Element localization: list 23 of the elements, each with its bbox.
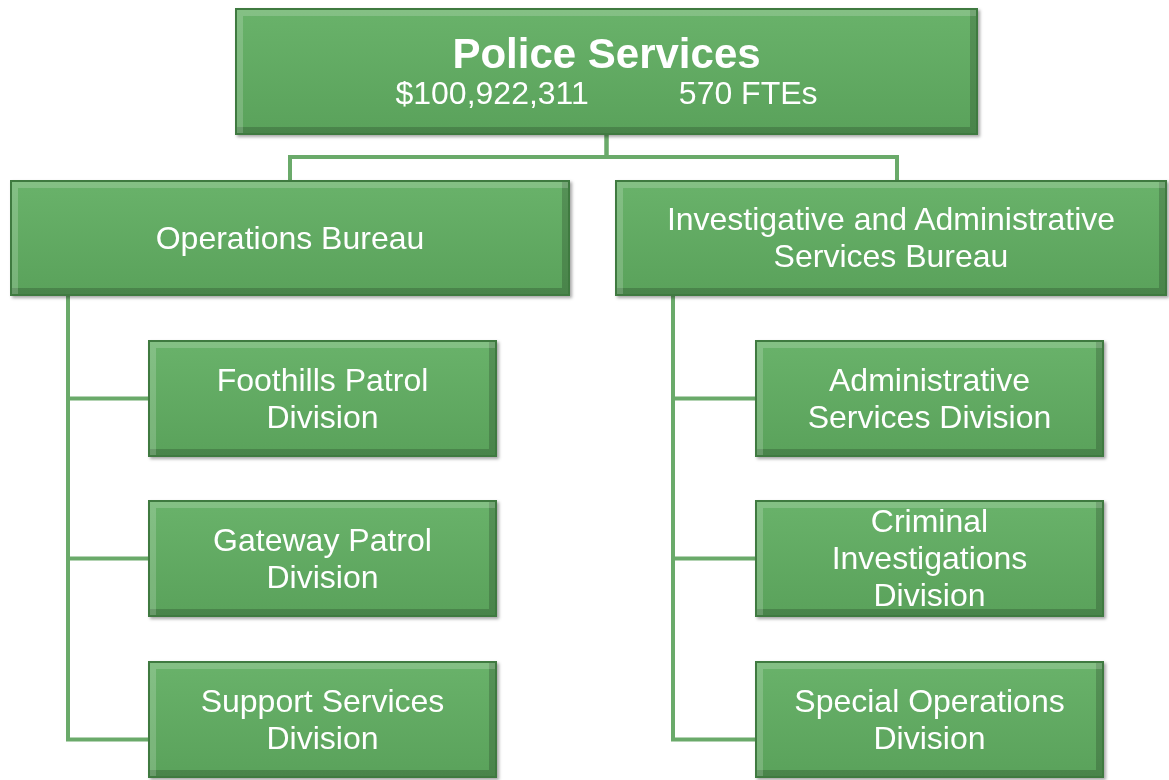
org-box (235, 8, 978, 135)
box-detail: $100,922,311 (395, 75, 589, 112)
connector-line (604, 135, 899, 180)
box-detail: 570 FTEs (678, 75, 818, 112)
box-label: Gateway Patrol Division (212, 521, 433, 596)
box-label: Administrative Services Division (806, 361, 1053, 436)
box-label: Special Operations Division (793, 682, 1066, 757)
org-box (10, 180, 570, 296)
connector-line (671, 296, 755, 742)
org-box (755, 500, 1104, 617)
org-box (148, 340, 497, 457)
org-box (615, 180, 1167, 296)
box-label: Operations Bureau (154, 219, 426, 257)
org-box (148, 500, 497, 617)
org-box (755, 340, 1104, 457)
box-label: Support Services Division (199, 682, 446, 757)
box-label: Investigative and Administrative Services Bureau (665, 201, 1117, 275)
org-box (148, 661, 497, 778)
connector-line (66, 296, 148, 742)
org-box (755, 661, 1104, 778)
box-label: Foothills Patrol Division (215, 361, 430, 436)
box-title: Police Services (452, 31, 761, 76)
box-label: Criminal Investigations Division (830, 503, 1029, 614)
